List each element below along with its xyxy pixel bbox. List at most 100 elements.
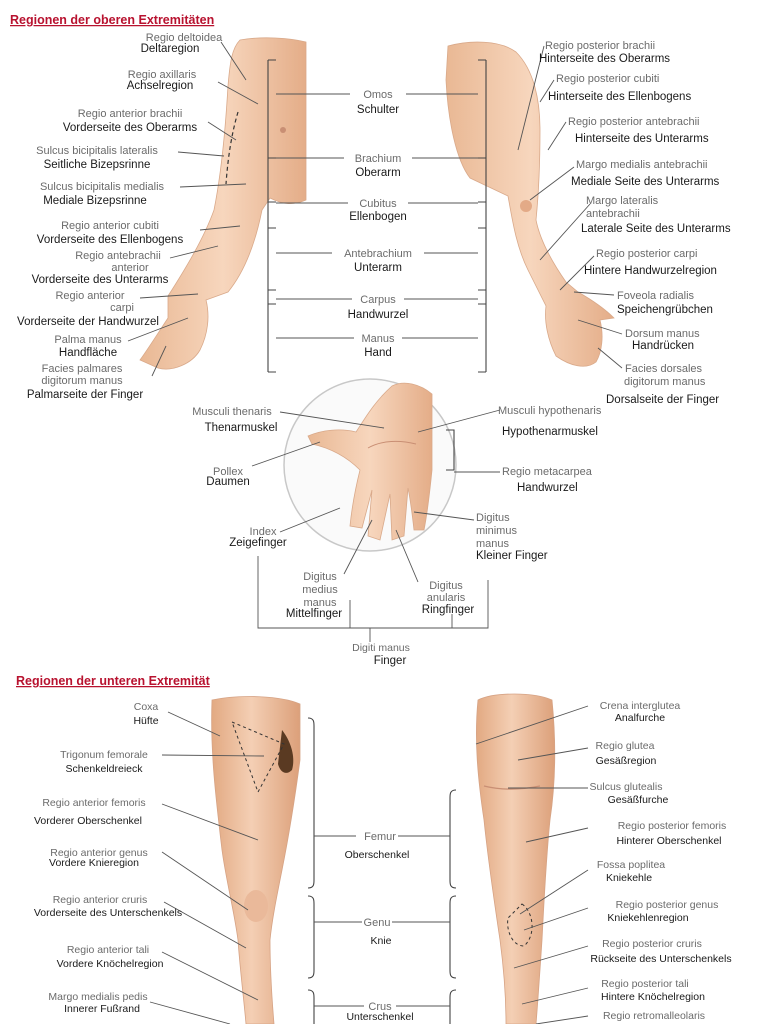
lower-right-bracket [450, 790, 456, 1024]
knee-mark [244, 890, 268, 922]
poplitea-ger: Kniekehle [606, 872, 652, 884]
anularis-lat2: anularis [427, 592, 466, 604]
palmares-ger: Palmarseite der Finger [27, 389, 143, 401]
digiti-lat: Digiti manus [352, 642, 410, 654]
axillaris-ger: Achselregion [127, 80, 193, 92]
genu-ger: Knie [370, 935, 391, 947]
anterior-brachii-ger: Vorderseite des Oberarms [63, 122, 197, 134]
carpus-lat: Carpus [360, 294, 396, 306]
medius-ger: Mittelfinger [286, 608, 342, 620]
ant-cruris-ger: Vorderseite des Unterschenkels [34, 907, 182, 919]
post-carpi-lat: Regio posterior carpi [596, 248, 698, 260]
anterior-cubiti-lat: Regio anterior cubiti [61, 220, 159, 232]
brachium-ger: Oberarm [355, 167, 400, 179]
palma-ger: Handfläche [59, 347, 117, 359]
upper-title: Regionen der oberen Extremitäten [10, 13, 214, 27]
margo-medialis-ger: Mediale Seite des Unterarms [571, 176, 720, 188]
metacarpea-lat: Regio metacarpea [502, 466, 593, 478]
antebrachii-ger: Vorderseite des Unterarms [32, 274, 169, 286]
omos-ger: Schulter [357, 104, 399, 116]
trigonum-ger: Schenkeldreieck [65, 763, 143, 775]
post-femoris-ger: Hinterer Oberschenkel [616, 835, 721, 847]
glutea-ger: Gesäßregion [596, 755, 657, 767]
dorsum-ger: Handrücken [632, 340, 694, 352]
margo-pedis-lat: Margo medialis pedis [48, 991, 147, 1003]
post-carpi-ger: Hintere Handwurzelregion [584, 265, 717, 277]
posterior-leg-illustration [476, 694, 554, 1024]
sulcus-medialis-ger: Mediale Bizepsrinne [43, 195, 147, 207]
manus-ger: Hand [364, 347, 392, 359]
antebrachii-lat1: Regio antebrachii [75, 250, 161, 262]
cubitus-lat: Cubitus [359, 198, 397, 210]
foveola-ger: Speichengrübchen [617, 304, 713, 316]
deltoidea-ger: Deltaregion [141, 43, 200, 55]
thenar-ger: Thenarmuskel [205, 422, 278, 434]
manus-lat: Manus [361, 333, 395, 345]
post-cruris-lat: Regio posterior cruris [602, 938, 702, 950]
omos-lat: Omos [363, 89, 393, 101]
anterior-carpi-lat2: carpi [110, 302, 134, 314]
dorsum-lat: Dorsum manus [625, 328, 700, 340]
dorsales-ger: Dorsalseite der Finger [606, 394, 719, 406]
femur-lat: Femur [364, 831, 396, 843]
hypothenar-lat: Musculi hypothenaris [498, 405, 602, 417]
post-antebrachii-ger: Hinterseite des Unterarms [575, 133, 709, 145]
carpus-ger: Handwurzel [348, 309, 409, 321]
hypothenar-ger: Hypothenarmuskel [502, 426, 598, 438]
ant-femoris-lat: Regio anterior femoris [42, 797, 145, 809]
palmares-lat2: digitorum manus [41, 375, 123, 387]
pollex-ger: Daumen [206, 476, 249, 488]
cubitus-ger: Ellenbogen [349, 211, 407, 223]
post-brachii-lat: Regio posterior brachii [545, 40, 655, 52]
antebrachii-lat2: anterior [111, 262, 149, 274]
ant-tali-ger: Vordere Knöchelregion [57, 958, 164, 970]
margo-pedis-ger: Innerer Fußrand [64, 1003, 140, 1015]
coxa-lat: Coxa [134, 701, 159, 713]
genu-lat: Genu [364, 917, 391, 929]
sulcus-lateralis-lat: Sulcus bicipitalis lateralis [36, 145, 158, 157]
margo-medialis-lat: Margo medialis antebrachii [576, 159, 707, 171]
margo-lateralis-lat1: Margo lateralis [586, 195, 659, 207]
thenar-lat: Musculi thenaris [192, 406, 272, 418]
digiti-ger: Finger [374, 655, 407, 667]
post-genus-lat: Regio posterior genus [616, 899, 719, 911]
coxa-ger: Hüfte [133, 715, 158, 727]
retromalleolaris-lat: Regio retromalleolaris [603, 1010, 705, 1022]
antebrachium-lat: Antebrachium [344, 248, 412, 260]
brachium-lat: Brachium [355, 153, 401, 165]
lower-title: Regionen der unteren Extremität [16, 674, 211, 688]
margo-lateralis-ger: Laterale Seite des Unterarms [581, 223, 731, 235]
crus-ger: Unterschenkel [346, 1011, 413, 1023]
sulcus-medialis-lat: Sulcus bicipitalis medialis [40, 181, 165, 193]
sulcus-glutealis-ger: Gesäßfurche [608, 794, 669, 806]
sulcus-lateralis-ger: Seitliche Bizepsrinne [44, 159, 151, 171]
foveola-lat: Foveola radialis [617, 290, 695, 302]
palma-lat: Palma manus [54, 334, 122, 346]
minimus-lat3: manus [476, 538, 510, 550]
glutea-lat: Regio glutea [596, 740, 655, 752]
trigonum-lat: Trigonum femorale [60, 749, 148, 761]
post-brachii-ger: Hinterseite des Oberarms [539, 53, 670, 65]
post-femoris-lat: Regio posterior femoris [618, 820, 727, 832]
ant-cruris-lat: Regio anterior cruris [53, 894, 148, 906]
nipple-mark [280, 127, 286, 133]
palmares-lat1: Facies palmares [42, 363, 123, 375]
anterior-brachii-lat: Regio anterior brachii [78, 108, 183, 120]
sulcus-glutealis-lat: Sulcus glutealis [590, 781, 663, 793]
minimus-ger: Kleiner Finger [476, 550, 548, 562]
post-tali-ger: Hintere Knöchelregion [601, 991, 705, 1003]
anularis-ger: Ringfinger [422, 604, 475, 616]
anterior-carpi-ger: Vorderseite der Handwurzel [17, 316, 159, 328]
ant-femoris-ger: Vorderer Oberschenkel [34, 815, 142, 827]
crena-lat: Crena interglutea [600, 700, 681, 712]
medius-lat1: Digitus [303, 571, 337, 583]
post-cubiti-ger: Hinterseite des Ellenbogens [548, 91, 691, 103]
anterior-carpi-lat1: Regio anterior [55, 290, 124, 302]
post-tali-lat: Regio posterior tali [601, 978, 689, 990]
anularis-lat1: Digitus [429, 580, 463, 592]
post-antebrachii-lat: Regio posterior antebrachii [568, 116, 699, 128]
post-cubiti-lat: Regio posterior cubiti [556, 73, 659, 85]
lower-right-labels: Crena interglutea Analfurche Regio glute… [590, 700, 732, 1022]
post-genus-ger: Kniekehlenregion [607, 912, 688, 924]
